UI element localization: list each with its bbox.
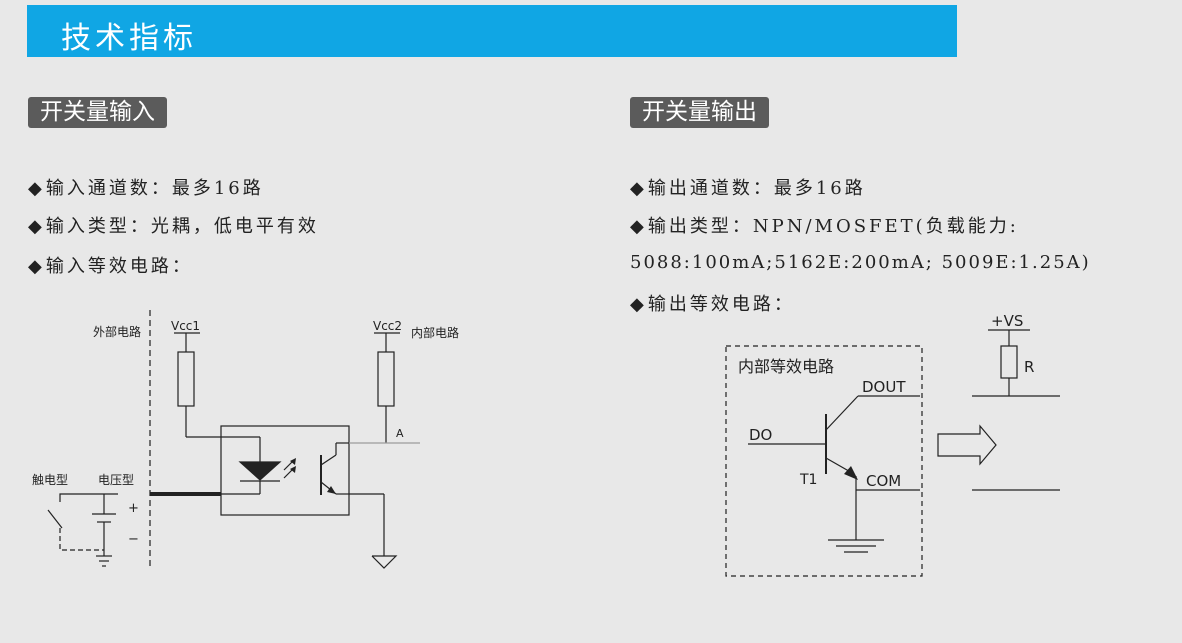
external-circuit-label: 外部电路 xyxy=(93,324,141,339)
input-equivalent-circuit: 外部电路 Vcc1 Vcc2 内部电路 A 触电型 电压型 + − xyxy=(32,310,459,569)
title-bar: 技术指标 xyxy=(27,5,957,57)
page-title: 技术指标 xyxy=(61,21,197,56)
output-item-type: ◆输出类型：NPN/MOSFET(负载能力: xyxy=(630,216,1019,237)
output-item-channels: ◆输出通道数：最多16路 xyxy=(630,178,866,199)
input-item-channels: ◆输入通道数：最多16路 xyxy=(28,178,264,199)
diamond-bullet-icon: ◆ xyxy=(28,178,42,199)
node-a-label: A xyxy=(396,427,404,440)
output-section-label: 开关量输出 xyxy=(630,97,769,128)
diamond-bullet-icon: ◆ xyxy=(630,178,644,199)
do-label: DO xyxy=(749,426,772,444)
vcc2-label: Vcc2 xyxy=(373,319,402,333)
diamond-bullet-icon: ◆ xyxy=(630,294,644,315)
internal-circuit-label: 内部电路 xyxy=(411,325,459,340)
diamond-bullet-icon: ◆ xyxy=(28,216,42,237)
vcc1-label: Vcc1 xyxy=(171,319,200,333)
voltage-type-label: 电压型 xyxy=(98,473,134,487)
t1-label: T1 xyxy=(799,472,817,488)
resistor-r-label: R xyxy=(1024,358,1034,376)
output-item-load-capacity: 5088:100mA;5162E:200mA; 5009E:1.25A) xyxy=(630,252,1091,273)
minus-label: − xyxy=(128,532,139,547)
diamond-bullet-icon: ◆ xyxy=(28,256,42,277)
vs-label: +VS xyxy=(991,312,1023,330)
input-item-circuit: ◆输入等效电路： xyxy=(28,256,193,277)
com-label: COM xyxy=(866,472,901,490)
output-item-circuit: ◆输出等效电路： xyxy=(630,294,795,315)
contact-type-label: 触电型 xyxy=(32,473,68,487)
dout-label: DOUT xyxy=(862,378,906,396)
input-item-type: ◆输入类型：光耦，低电平有效 xyxy=(28,216,319,237)
plus-label: + xyxy=(128,501,139,516)
diamond-bullet-icon: ◆ xyxy=(630,216,644,237)
input-section-label: 开关量输入 xyxy=(28,97,167,128)
internal-equivalent-circuit-label: 内部等效电路 xyxy=(738,357,834,376)
